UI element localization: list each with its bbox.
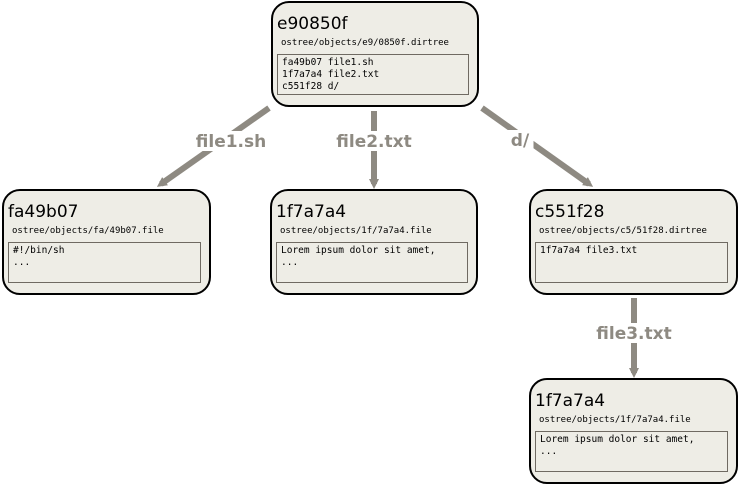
node-root: e90850f ostree/objects/e9/0850f.dirtree fa… bbox=[271, 1, 479, 107]
content-line: ... bbox=[13, 257, 31, 268]
content-line: Lorem ipsum dolor sit amet, bbox=[281, 245, 436, 256]
content-line: ... bbox=[281, 257, 299, 268]
node-dir: c551f28 ostree/objects/c5/51f28.dirtree 1f… bbox=[529, 189, 738, 295]
node-file1: fa49b07 ostree/objects/fa/49b07.file #!/bi… bbox=[2, 189, 211, 295]
edge-label-background bbox=[506, 130, 534, 150]
edge-label-background bbox=[583, 323, 685, 343]
content-line: ... bbox=[540, 446, 558, 457]
content-line: #!/bin/sh bbox=[13, 245, 65, 256]
node-object-path: ostree/objects/c5/51f28.dirtree bbox=[539, 226, 707, 236]
node-hash: 1f7a7a4 bbox=[535, 391, 606, 411]
node-object-path: ostree/objects/fa/49b07.file bbox=[12, 226, 164, 236]
edge-label-background bbox=[323, 131, 425, 151]
node-content-box: 1f7a7a4 file3.txt bbox=[535, 242, 728, 283]
node-object-path: ostree/objects/1f/7a7a4.file bbox=[539, 415, 691, 425]
node-hash: 1f7a7a4 bbox=[276, 202, 347, 222]
node-hash: c551f28 bbox=[535, 202, 605, 222]
content-line: Lorem ipsum dolor sit amet, bbox=[540, 434, 695, 445]
edge-label: file3.txt bbox=[596, 324, 671, 344]
edge-label: d/ bbox=[511, 131, 530, 151]
content-line: 1f7a7a4 file3.txt bbox=[540, 245, 638, 256]
node-object-path: ostree/objects/1f/7a7a4.file bbox=[280, 226, 432, 236]
edge-label: file1.sh bbox=[196, 132, 266, 152]
edge-label: file2.txt bbox=[336, 132, 411, 152]
content-line: c551f28 d/ bbox=[282, 81, 340, 92]
node-content-box: Lorem ipsum dolor sit amet,... bbox=[535, 431, 728, 472]
node-content-box: Lorem ipsum dolor sit amet,... bbox=[276, 242, 468, 283]
content-line: fa49b07 file1.sh bbox=[282, 57, 374, 68]
node-content-box: #!/bin/sh... bbox=[8, 242, 201, 283]
node-hash: fa49b07 bbox=[8, 202, 79, 222]
node-object-path: ostree/objects/e9/0850f.dirtree bbox=[281, 38, 449, 48]
edge-root-to-dir bbox=[480, 105, 594, 187]
edge-label-background bbox=[186, 131, 276, 151]
node-hash: e90850f bbox=[277, 14, 348, 34]
content-line: 1f7a7a4 file2.txt bbox=[282, 69, 380, 80]
